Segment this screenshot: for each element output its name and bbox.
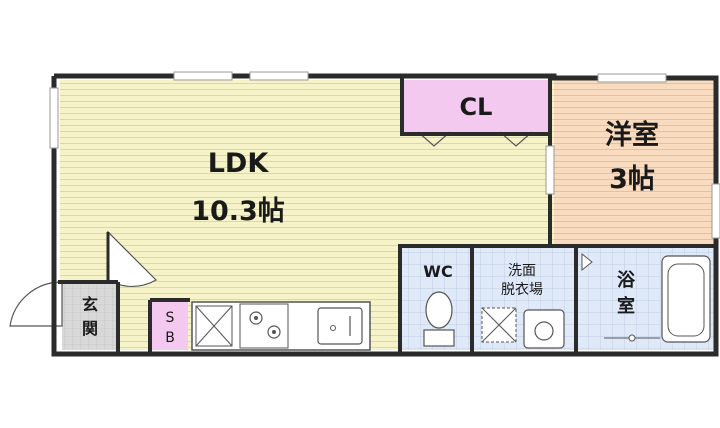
stove [239,303,289,349]
shoe-box-label-line1: S [166,310,175,326]
burner-icon [267,325,281,339]
sink [317,307,363,345]
entrance-label-line2: 関 [82,319,98,338]
shoe-box-area [152,302,188,350]
bathroom-label-line1: 浴 [617,270,636,291]
closet-folding-door [499,131,533,147]
closet-label: CL [460,93,493,121]
western-room-size-label: 3帖 [609,164,655,195]
burner-icon [249,311,263,325]
western-room-label: 洋室 [605,119,659,151]
wash-basin [523,309,565,349]
bath-door-marker [581,252,593,272]
interior-walls [58,78,716,354]
entrance-area [62,282,118,350]
washroom-label-line2: 脱衣場 [501,282,543,298]
closet-folding-door [417,131,451,147]
entrance-label-line1: 玄 [82,295,98,314]
ldk-label: LDK [208,148,270,179]
closet-area [402,80,550,132]
bathtub [661,255,711,343]
toilet-tank [423,329,455,347]
ldk-size-label: 10.3帖 [191,196,285,227]
wc-label: WC [423,262,452,281]
bathroom-label-line2: 室 [617,295,635,317]
washroom-label-line1: 洗面 [508,263,536,279]
western-room-area [554,80,714,246]
toilet-bowl [425,291,453,329]
shoe-box-label-line2: B [165,330,175,346]
windows [49,71,720,239]
exterior-walls [51,73,719,357]
